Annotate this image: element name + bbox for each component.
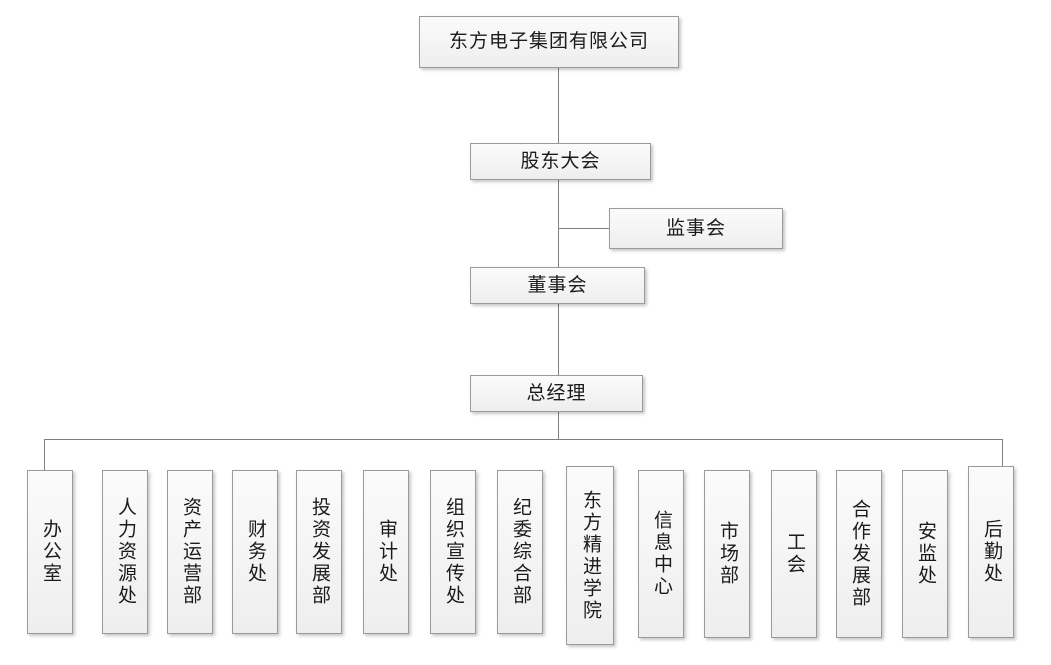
org-node-general-manager-label: 总经理 bbox=[526, 381, 587, 404]
org-node-department[interactable]: 后勤处 bbox=[968, 466, 1014, 638]
org-node-department[interactable]: 安监处 bbox=[902, 470, 948, 638]
org-node-department[interactable]: 纪委综合部 bbox=[497, 470, 543, 634]
connector-company-to-shareholders bbox=[558, 68, 559, 143]
connector-bus-to-last-department bbox=[1002, 439, 1003, 466]
org-node-department-label: 合作发展部 bbox=[848, 499, 871, 609]
org-node-department-label: 工会 bbox=[783, 532, 806, 576]
org-node-department[interactable]: 工会 bbox=[771, 470, 817, 638]
org-node-general-manager[interactable]: 总经理 bbox=[470, 375, 643, 412]
org-node-department-label: 财务处 bbox=[244, 519, 267, 585]
org-node-department-label: 安监处 bbox=[914, 521, 937, 587]
connector-supervisory-branch bbox=[558, 228, 609, 229]
connector-directors-to-manager bbox=[558, 304, 559, 375]
connector-manager-to-bus bbox=[558, 412, 559, 439]
org-node-department-label: 办公室 bbox=[39, 519, 62, 585]
org-node-department[interactable]: 审计处 bbox=[363, 470, 409, 634]
org-node-department-label: 信息中心 bbox=[650, 510, 673, 598]
org-node-supervisory-board[interactable]: 监事会 bbox=[609, 208, 783, 249]
org-node-department[interactable]: 办公室 bbox=[27, 470, 73, 634]
org-node-department[interactable]: 人力资源处 bbox=[102, 470, 148, 634]
org-node-department[interactable]: 资产运营部 bbox=[167, 470, 213, 634]
org-node-company-label: 东方电子集团有限公司 bbox=[448, 30, 649, 53]
org-node-department-label: 市场部 bbox=[716, 521, 739, 587]
org-node-board-of-directors-label: 董事会 bbox=[527, 273, 588, 296]
connector-bus-to-first-department bbox=[44, 439, 45, 470]
org-node-department[interactable]: 东方精进学院 bbox=[566, 466, 614, 645]
org-node-department-label: 人力资源处 bbox=[114, 497, 137, 607]
org-node-department[interactable]: 合作发展部 bbox=[836, 470, 882, 638]
connector-shareholders-to-directors bbox=[558, 180, 559, 267]
org-node-department[interactable]: 投资发展部 bbox=[296, 470, 342, 634]
org-node-department-label: 组织宣传处 bbox=[442, 497, 465, 607]
connector-department-bus bbox=[44, 439, 1002, 440]
org-node-department[interactable]: 信息中心 bbox=[638, 470, 684, 638]
org-node-department[interactable]: 组织宣传处 bbox=[430, 470, 476, 634]
org-node-supervisory-board-label: 监事会 bbox=[665, 216, 726, 239]
org-node-department-label: 东方精进学院 bbox=[579, 489, 602, 622]
org-node-department-label: 资产运营部 bbox=[179, 497, 202, 607]
org-node-department-label: 纪委综合部 bbox=[509, 497, 532, 607]
org-node-shareholders-meeting-label: 股东大会 bbox=[520, 149, 601, 172]
org-node-department-label: 审计处 bbox=[375, 519, 398, 585]
org-node-board-of-directors[interactable]: 董事会 bbox=[470, 267, 645, 304]
org-node-department-label: 投资发展部 bbox=[308, 497, 331, 607]
org-node-shareholders-meeting[interactable]: 股东大会 bbox=[470, 143, 651, 180]
org-node-department[interactable]: 市场部 bbox=[704, 470, 750, 638]
org-node-department-label: 后勤处 bbox=[980, 519, 1003, 585]
org-node-department[interactable]: 财务处 bbox=[232, 470, 278, 634]
org-node-company[interactable]: 东方电子集团有限公司 bbox=[419, 16, 679, 68]
